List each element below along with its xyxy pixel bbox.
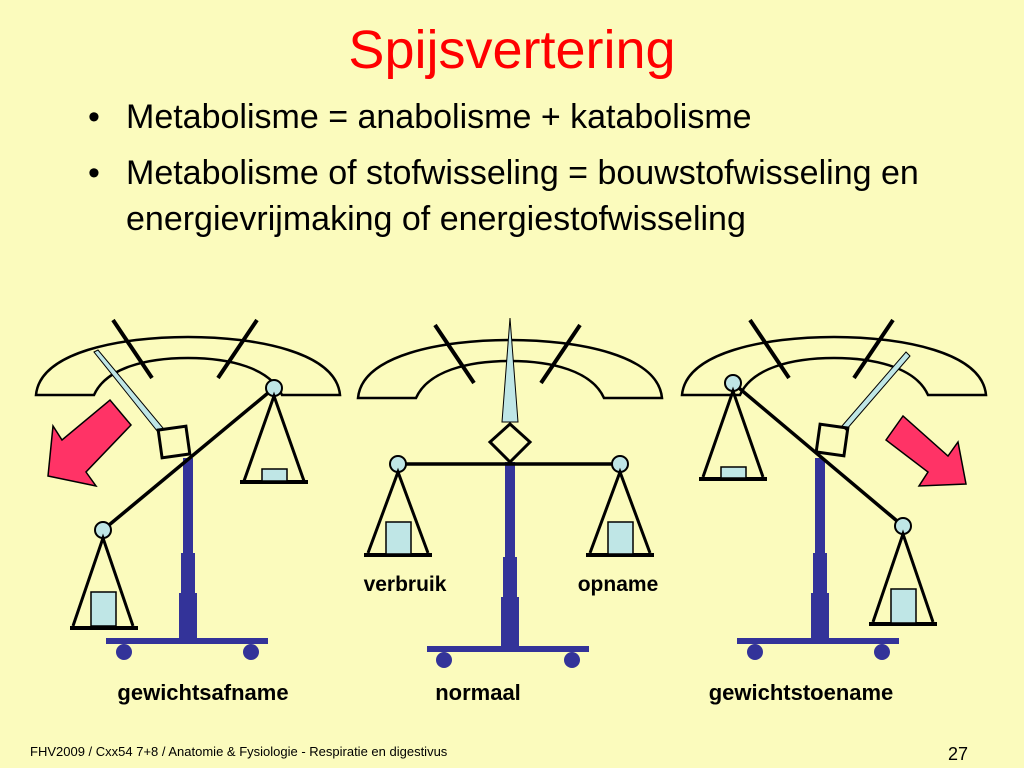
caption-weight-loss: gewichtsafname [117,680,288,705]
bullet-item: • Metabolisme = anabolisme + katabolisme [84,94,944,140]
pivot-box [156,424,192,460]
caption-normal: normaal [435,680,521,705]
weight-block [607,521,634,555]
weight-block [385,521,412,555]
slide-footer: FHV2009 / Cxx54 7+8 / Anatomie & Fysiolo… [30,744,448,759]
weight-block [90,591,117,627]
weight-block [890,588,917,624]
scale-weight-loss: gewichtsafname [34,318,342,705]
scale-dial [680,318,988,397]
label-opname: opname [578,573,659,596]
scale-beam [731,381,905,528]
scale-stand [106,458,268,660]
scale-stand [427,462,589,668]
slide-title: Spijsvertering [348,20,676,80]
scale-weight-gain: gewichtstoename [680,318,988,705]
bullet-icon: • [88,98,100,136]
bullet-icon: • [88,154,100,192]
right-pan [586,455,654,557]
scale-dial [356,323,664,400]
bullet-text: Metabolisme of stofwisseling = bouwstofw… [126,154,919,238]
arrow-right-icon [884,414,967,487]
bullet-list: •Metabolisme = anabolisme + katabolisme … [84,94,944,252]
arrow-left-icon [47,398,133,488]
bullet-text: Metabolisme = anabolisme + katabolisme [126,98,752,136]
scale-stand [737,458,899,660]
needle-icon [841,351,911,431]
scale-dial [34,318,342,397]
scale-normal: verbruik opname normaal [356,317,664,705]
right-pan [869,517,937,626]
page-number: 27 [947,744,968,764]
right-pan [240,379,308,484]
bullet-item: • Metabolisme of stofwisseling = bouwstof… [84,150,944,242]
pivot-box [487,421,533,465]
weight-block [720,466,747,479]
pivot-box [814,422,850,458]
needle-icon [501,317,519,423]
left-pan [70,521,138,630]
label-verbruik: verbruik [364,573,447,596]
left-pan [699,374,767,481]
left-pan [364,455,432,557]
caption-weight-gain: gewichtstoename [709,680,894,705]
scale-beam [101,386,276,532]
weight-block [261,468,288,482]
